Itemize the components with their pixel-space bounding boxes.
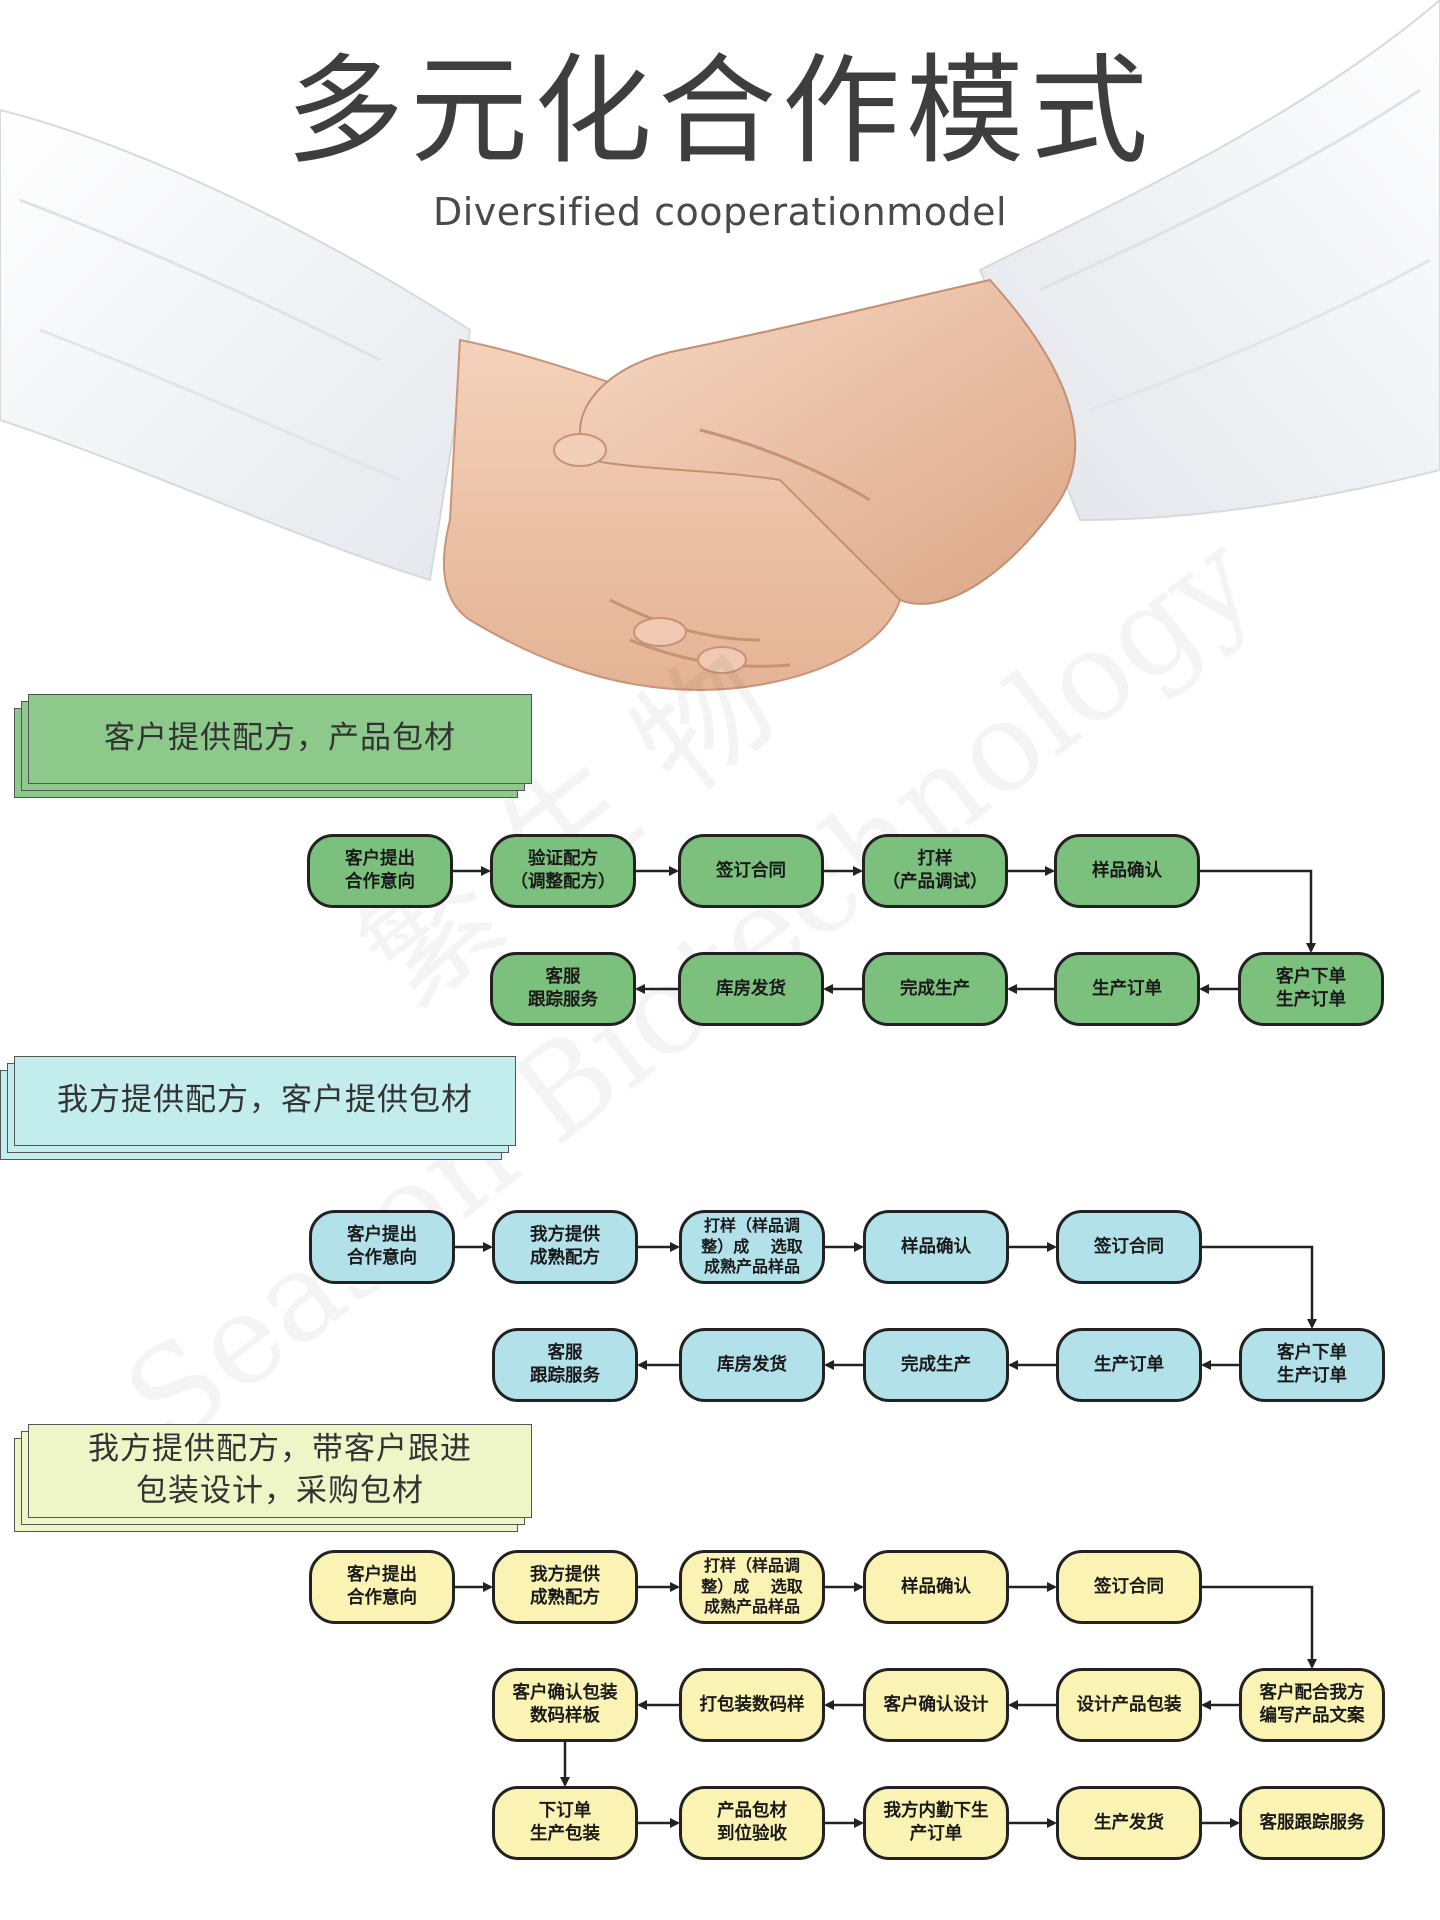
s3-arrow-5 (1202, 1585, 1317, 1669)
s1-step-sample-confirm[interactable]: 样品确认 (1054, 834, 1200, 908)
s1-step-production-order[interactable]: 生产订单 (1054, 952, 1200, 1026)
section1-header: 客户提供配方，产品包材 (14, 694, 532, 802)
s3-step-internal-order[interactable]: 我方内勤下生 产订单 (863, 1786, 1009, 1860)
section1-heading: 客户提供配方，产品包材 (28, 694, 532, 784)
s3-step-write-copy[interactable]: 客户配合我方 编写产品文案 (1239, 1668, 1385, 1742)
s1-step-warehouse[interactable]: 库房发货 (678, 952, 824, 1026)
hero-banner: 多元化合作模式 Diversified cooperationmodel (0, 0, 1440, 780)
s2-step-sample-confirm[interactable]: 样品确认 (863, 1210, 1009, 1284)
s3-step-ship[interactable]: 生产发货 (1056, 1786, 1202, 1860)
s1-step-verify-formula[interactable]: 验证配方 （调整配方） (490, 834, 636, 908)
s3-step-print-proof[interactable]: 打包装数码样 (679, 1668, 825, 1742)
s3-step-sample-confirm[interactable]: 样品确认 (863, 1550, 1009, 1624)
s3-step-request[interactable]: 客户提出 合作意向 (309, 1550, 455, 1624)
s3-step-service[interactable]: 客服跟踪服务 (1239, 1786, 1385, 1860)
s3-step-confirm-proof[interactable]: 客户确认包装 数码样板 (492, 1668, 638, 1742)
s3-step-design-package[interactable]: 设计产品包装 (1056, 1668, 1202, 1742)
s1-step-customer-order[interactable]: 客户下单 生产订单 (1238, 952, 1384, 1026)
page-subtitle: Diversified cooperationmodel (432, 190, 1008, 234)
section3-header: 我方提供配方，带客户跟进 包装设计，采购包材 (14, 1424, 532, 1534)
s2-step-complete[interactable]: 完成生产 (863, 1328, 1009, 1402)
s2-step-sign-contract[interactable]: 签订合同 (1056, 1210, 1202, 1284)
section2-header: 我方提供配方，客户提供包材 (0, 1056, 516, 1164)
s1-step-service[interactable]: 客服 跟踪服务 (490, 952, 636, 1026)
s3-step-sample[interactable]: 打样（样品调 整）成 选取 成熟产品样品 (679, 1550, 825, 1624)
s2-step-formula[interactable]: 我方提供 成熟配方 (492, 1210, 638, 1284)
s2-step-warehouse[interactable]: 库房发货 (679, 1328, 825, 1402)
s2-step-customer-order[interactable]: 客户下单 生产订单 (1239, 1328, 1385, 1402)
handshake-illustration (0, 0, 1440, 692)
s3-step-inspect-materials[interactable]: 产品包材 到位验收 (679, 1786, 825, 1860)
s2-step-service[interactable]: 客服 跟踪服务 (492, 1328, 638, 1402)
s3-step-formula[interactable]: 我方提供 成熟配方 (492, 1550, 638, 1624)
page-title: 多元化合作模式 (285, 42, 1154, 180)
s1-step-request[interactable]: 客户提出 合作意向 (307, 834, 453, 908)
section3-heading: 我方提供配方，带客户跟进 包装设计，采购包材 (28, 1424, 532, 1518)
section2-heading: 我方提供配方，客户提供包材 (14, 1056, 516, 1146)
s3-step-order-packaging[interactable]: 下订单 生产包装 (492, 1786, 638, 1860)
s1-step-complete[interactable]: 完成生产 (862, 952, 1008, 1026)
s3-step-confirm-design[interactable]: 客户确认设计 (863, 1668, 1009, 1742)
s2-step-production-order[interactable]: 生产订单 (1056, 1328, 1202, 1402)
s2-step-request[interactable]: 客户提出 合作意向 (309, 1210, 455, 1284)
s1-arrow-5 (1200, 869, 1316, 953)
s2-step-sample[interactable]: 打样（样品调 整）成 选取 成熟产品样品 (679, 1210, 825, 1284)
s3-step-sign-contract[interactable]: 签订合同 (1056, 1550, 1202, 1624)
s1-step-sign-contract[interactable]: 签订合同 (678, 834, 824, 908)
s2-arrow-5 (1202, 1245, 1317, 1329)
s1-step-sample[interactable]: 打样 （产品调试） (862, 834, 1008, 908)
